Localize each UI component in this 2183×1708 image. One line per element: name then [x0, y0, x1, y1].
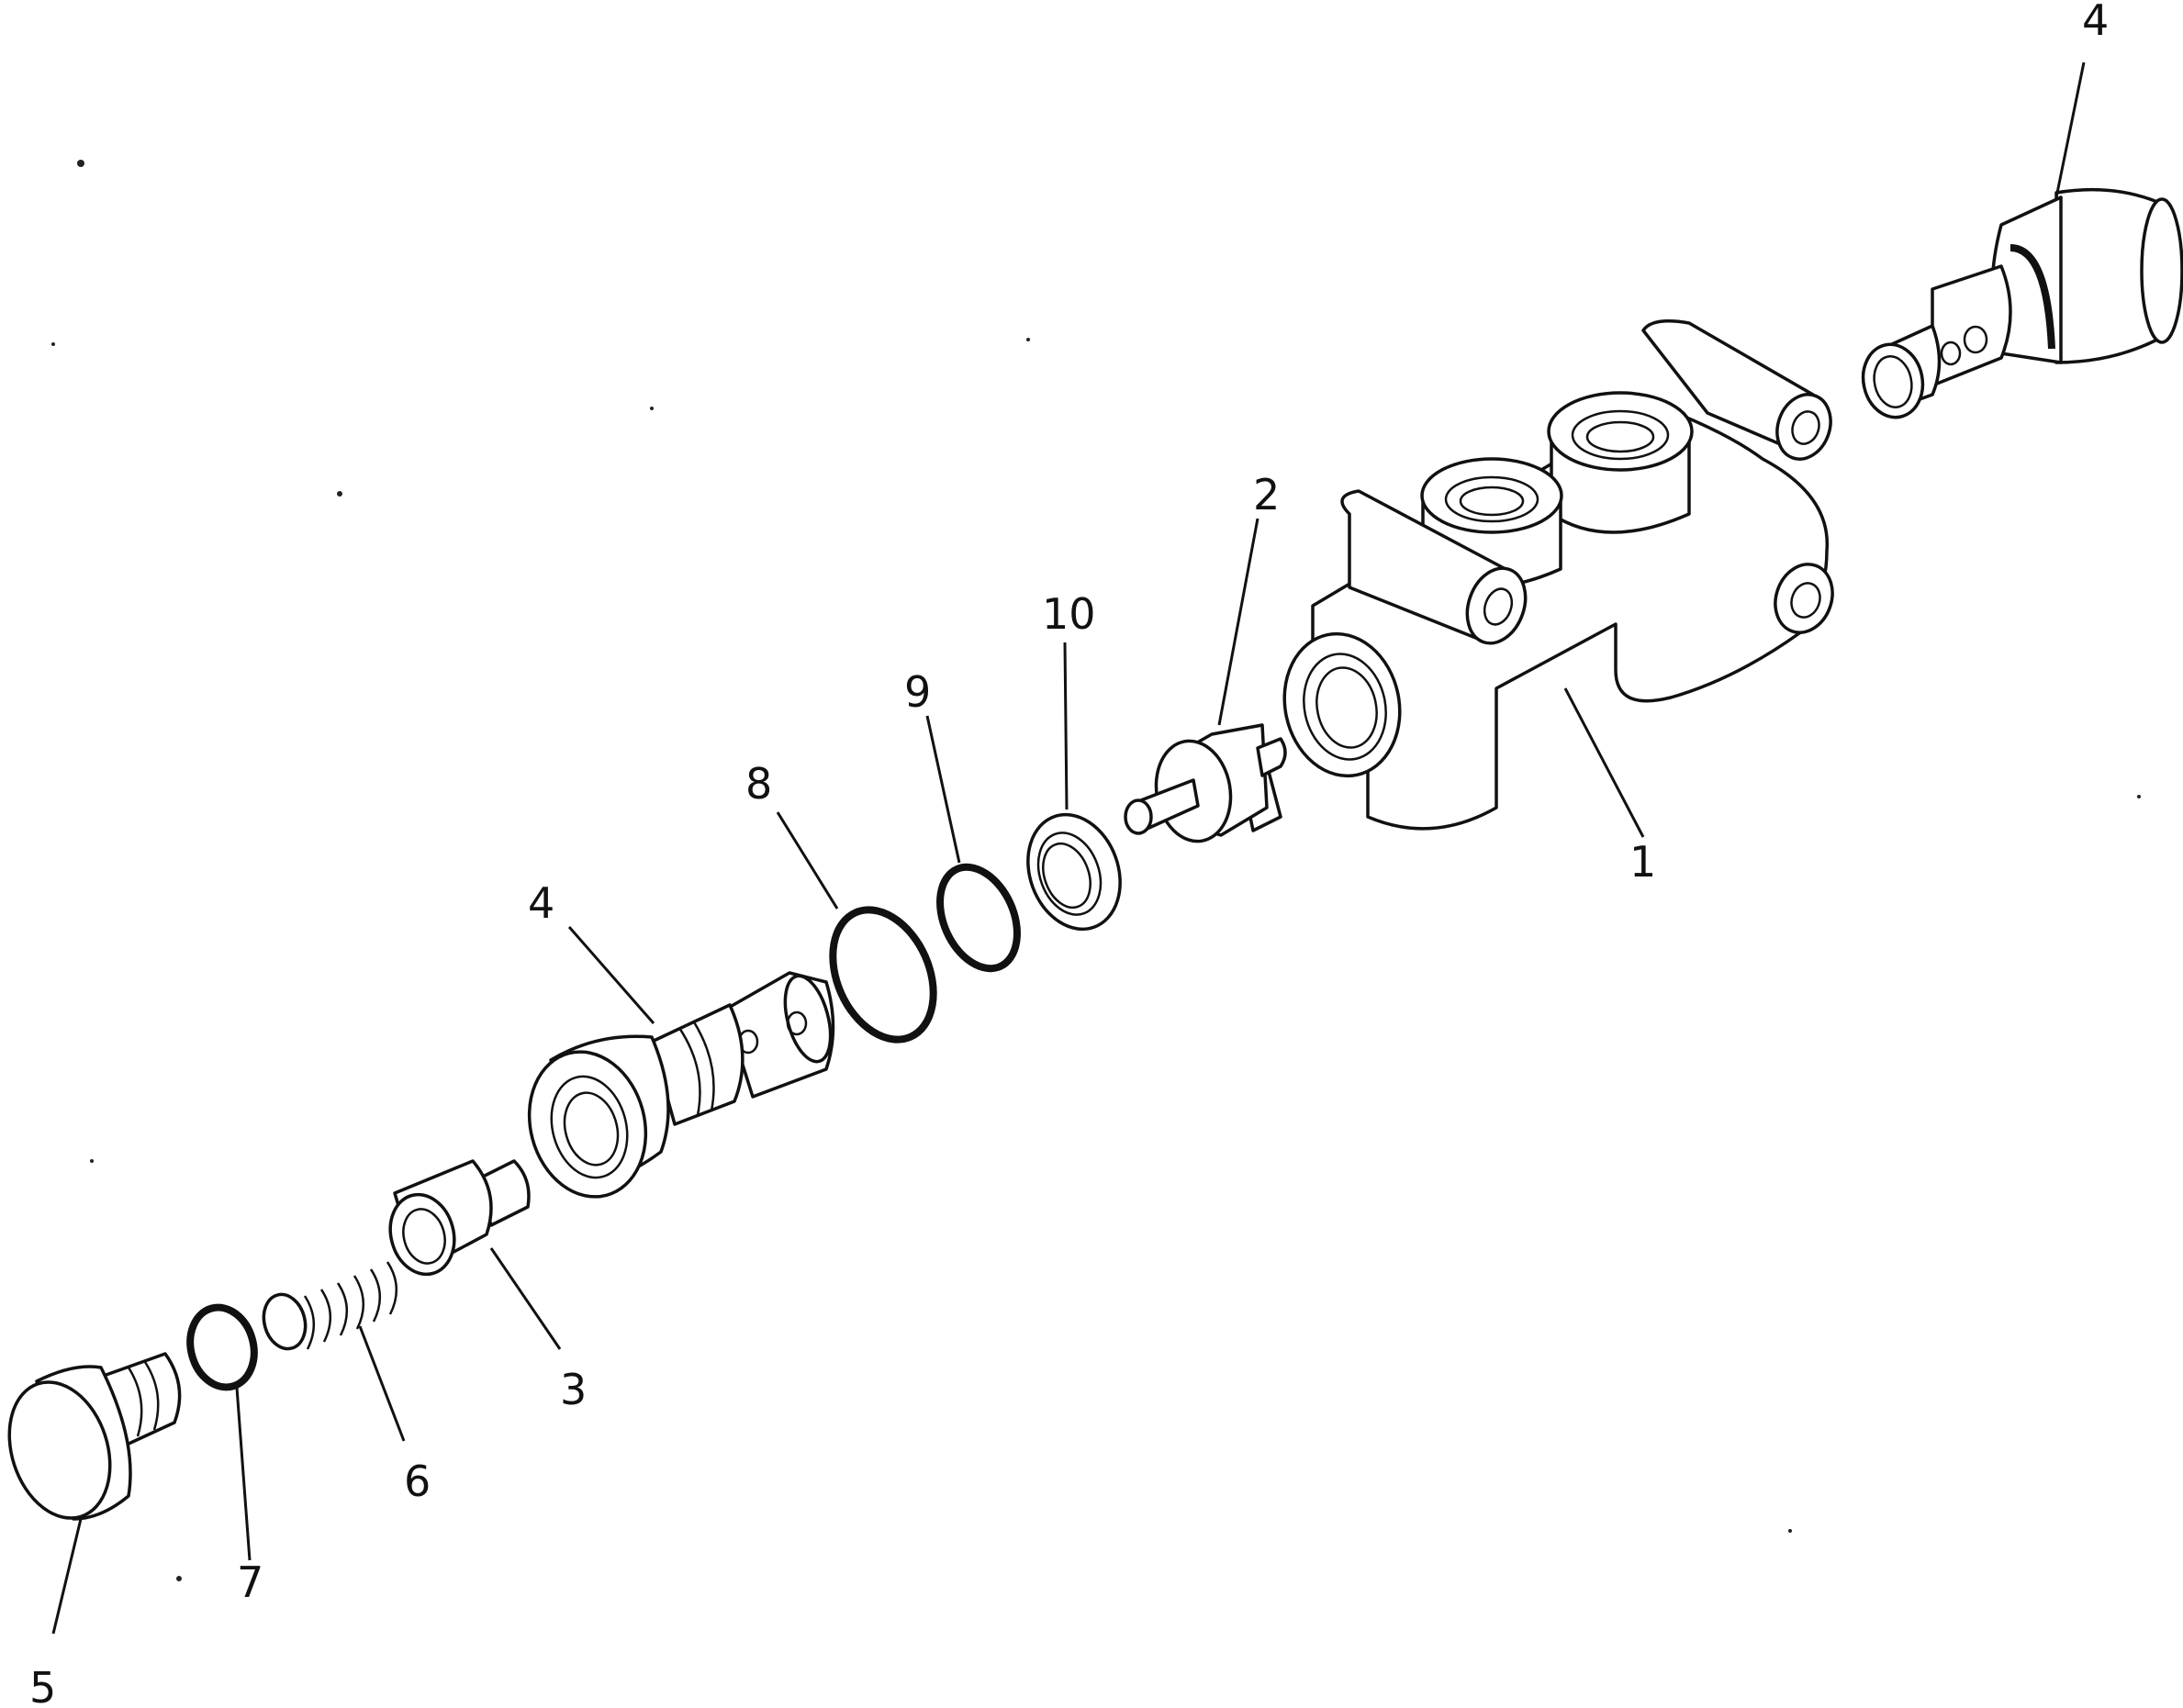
- callout-4-right: 4: [2082, 0, 2109, 45]
- callout-8: 8: [745, 759, 772, 809]
- leader-2: [1217, 518, 1259, 726]
- leader-7: [235, 1387, 252, 1561]
- leader-4a: [2054, 61, 2086, 198]
- scan-specks: [51, 160, 2141, 1581]
- callout-9: 9: [904, 667, 931, 717]
- leader-5: [51, 1518, 83, 1635]
- spring: [262, 1261, 397, 1351]
- o-ring-plug: [186, 1303, 258, 1391]
- callout-1: 1: [1629, 837, 1656, 887]
- leader-6: [358, 1325, 406, 1442]
- callout-6: 6: [404, 1457, 431, 1506]
- leader-10: [1063, 642, 1069, 810]
- leader-9: [925, 715, 961, 864]
- callout-4-center: 4: [528, 878, 554, 928]
- leader-8: [776, 811, 839, 910]
- callout-5: 5: [29, 1663, 56, 1708]
- callout-7: 7: [237, 1557, 263, 1607]
- spool: [388, 1159, 531, 1277]
- plug: [7, 1352, 182, 1521]
- leader-1: [1563, 687, 1645, 838]
- leader-3: [489, 1247, 562, 1350]
- valve-body: [1282, 319, 1834, 831]
- callout-3: 3: [560, 1365, 587, 1414]
- leader-lines: [51, 61, 2086, 1635]
- relief-valve-cartridge-center: [527, 971, 835, 1199]
- callouts: 1 2 3 4 4 5 6 7 8 9 10: [29, 0, 2109, 1708]
- callout-10: 10: [1042, 589, 1096, 639]
- callout-2: 2: [1253, 470, 1280, 519]
- leader-4b: [567, 926, 655, 1024]
- poppet: [1124, 723, 1287, 843]
- o-ring-small: [936, 863, 1021, 973]
- relief-valve-cartridge-right: [1861, 187, 2183, 419]
- seat-ring: [1026, 812, 1122, 932]
- o-ring-large: [829, 906, 937, 1044]
